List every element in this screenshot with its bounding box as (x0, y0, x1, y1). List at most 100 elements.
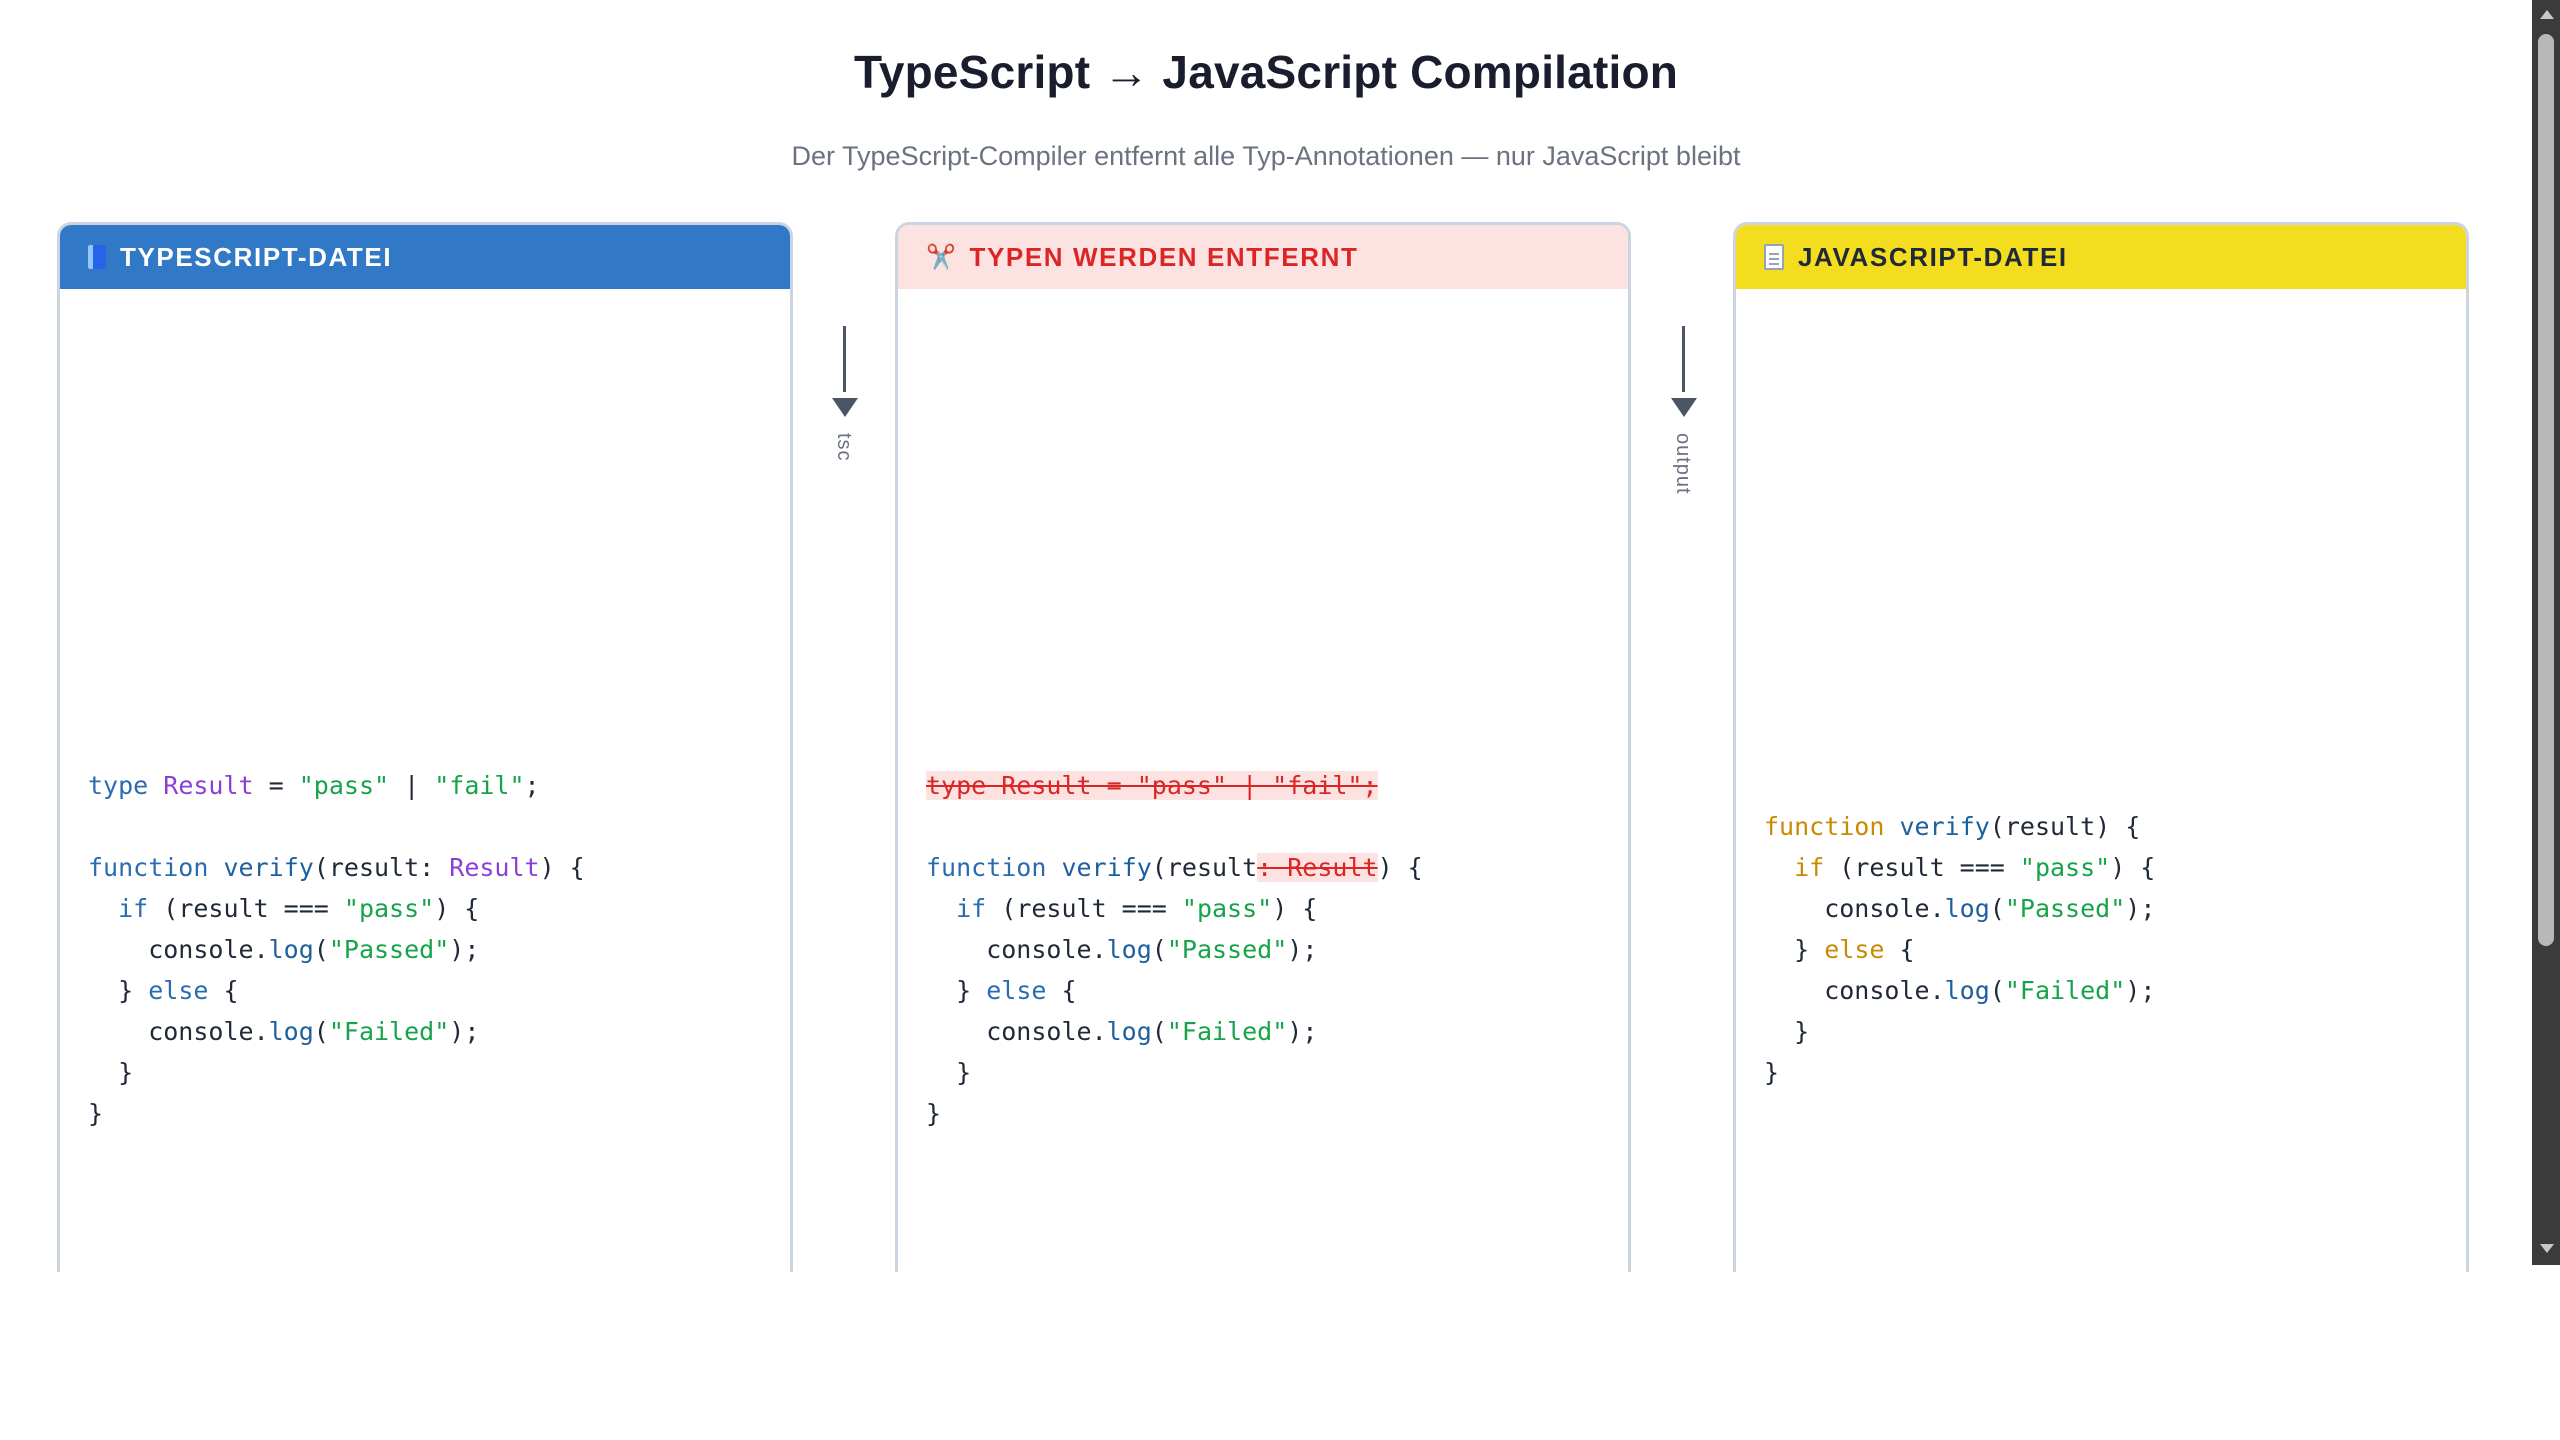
arrow-label-tsc: tsc (833, 433, 855, 462)
code-token (1046, 853, 1061, 882)
page-title: TypeScript → JavaScript Compilation (853, 46, 1679, 98)
typescript-panel-title: TYPESCRIPT-DATEI (120, 241, 393, 272)
code-token: "Failed" (2004, 976, 2126, 1005)
code-token: type (88, 771, 149, 800)
code-token: ) { (1377, 853, 1423, 882)
code-line: console.log("Failed"); (926, 1011, 1423, 1052)
code-token: console. (88, 1017, 269, 1046)
code-token: ( (1989, 894, 2005, 923)
code-token: log (1106, 1017, 1152, 1046)
code-token: "Failed" (1166, 1017, 1288, 1046)
strip-types-panel: ✂️ TYPEN WERDEN ENTFERNT type Result = "… (895, 222, 1631, 1272)
code-token (208, 853, 223, 882)
code-token: } (926, 976, 987, 1005)
code-token: else (148, 976, 209, 1005)
code-line: console.log("Failed"); (1764, 970, 2155, 1011)
code-token: "Passed" (1166, 935, 1288, 964)
code-token: ) { (434, 894, 480, 923)
code-token: log (1944, 976, 1990, 1005)
code-token: ; (524, 771, 540, 800)
scroll-up-icon[interactable] (2540, 10, 2554, 19)
arrow-shaft (1682, 326, 1685, 392)
code-token: ) { (1272, 894, 1318, 923)
code-token: (result: (313, 853, 450, 882)
code-token: } (1764, 935, 1825, 964)
code-token: log (1106, 935, 1152, 964)
code-token: log (1944, 894, 1990, 923)
code-token (1764, 853, 1794, 882)
code-token: (result === (1824, 853, 2020, 882)
code-token: ) { (539, 853, 585, 882)
code-line: type Result = "pass" | "fail"; (88, 765, 585, 806)
code-token: { (1884, 935, 1915, 964)
code-token: verify (1061, 853, 1152, 882)
code-token (1884, 812, 1899, 841)
code-line: if (result === "pass") { (88, 888, 585, 929)
scroll-down-icon[interactable] (2540, 1244, 2554, 1253)
code-line: if (result === "pass") { (1764, 847, 2155, 888)
code-token (926, 894, 956, 923)
code-token: ( (313, 1017, 329, 1046)
typescript-panel-header: TYPESCRIPT-DATEI (60, 225, 790, 289)
removed-type-annotation: : Result (1257, 853, 1378, 882)
code-line: } (1764, 1058, 1780, 1087)
code-token: ); (2125, 894, 2156, 923)
code-token: ); (2125, 976, 2156, 1005)
code-token (148, 771, 163, 800)
typescript-code: type Result = "pass" | "fail"; function v… (88, 765, 585, 1134)
code-line-blank (88, 806, 585, 847)
code-line: } (88, 1058, 134, 1087)
code-token: ( (313, 935, 329, 964)
code-token: "pass" (343, 894, 435, 923)
code-token: else (1824, 935, 1885, 964)
javascript-panel: JAVASCRIPT-DATEI function verify(result)… (1733, 222, 2469, 1272)
code-token: log (268, 935, 314, 964)
code-line: } (88, 1099, 104, 1128)
code-token: if (956, 894, 987, 923)
code-line: } else { (926, 970, 1423, 1011)
code-token: ); (1287, 1017, 1318, 1046)
code-line: function verify(result: Result) { (926, 847, 1423, 888)
code-token: { (208, 976, 239, 1005)
code-line: console.log("Passed"); (88, 929, 585, 970)
code-token: log (268, 1017, 314, 1046)
scrollbar-thumb[interactable] (2538, 34, 2554, 946)
code-token: { (1046, 976, 1077, 1005)
javascript-panel-header: JAVASCRIPT-DATEI (1736, 225, 2466, 289)
code-token: console. (1764, 894, 1945, 923)
code-token: ); (449, 935, 480, 964)
code-token: console. (88, 935, 269, 964)
code-line: console.log("Passed"); (926, 929, 1423, 970)
code-line: } else { (1764, 929, 2155, 970)
code-token: = (253, 771, 299, 800)
code-token: (result === (986, 894, 1182, 923)
code-token: ( (1151, 935, 1167, 964)
code-line: function verify(result: Result) { (88, 847, 585, 888)
code-token: ) { (2110, 853, 2156, 882)
strip-types-panel-header: ✂️ TYPEN WERDEN ENTFERNT (898, 225, 1628, 289)
arrow-down-icon (832, 398, 858, 417)
code-token: "pass" (298, 771, 390, 800)
code-token: "pass" (1181, 894, 1273, 923)
scissors-icon: ✂️ (926, 243, 958, 271)
javascript-panel-title: JAVASCRIPT-DATEI (1798, 241, 2068, 272)
code-token: ); (1287, 935, 1318, 964)
code-token: } (88, 976, 149, 1005)
code-token: "Passed" (328, 935, 450, 964)
code-token: (result) { (1989, 812, 2141, 841)
code-token: console. (926, 1017, 1107, 1046)
code-line: console.log("Passed"); (1764, 888, 2155, 929)
code-token: (result (1151, 853, 1258, 882)
code-token: console. (926, 935, 1107, 964)
code-line: } (1764, 1017, 1810, 1046)
code-token: "pass" (2019, 853, 2111, 882)
code-line: type Result = "pass" | "fail"; (926, 765, 1423, 806)
stripped-code: type Result = "pass" | "fail"; function v… (926, 765, 1423, 1134)
code-line: console.log("Failed"); (88, 1011, 585, 1052)
code-token: "fail" (434, 771, 525, 800)
code-token: ( (1151, 1017, 1167, 1046)
vertical-scrollbar[interactable] (2532, 0, 2560, 1265)
code-token: "Passed" (2004, 894, 2126, 923)
code-token: if (118, 894, 149, 923)
